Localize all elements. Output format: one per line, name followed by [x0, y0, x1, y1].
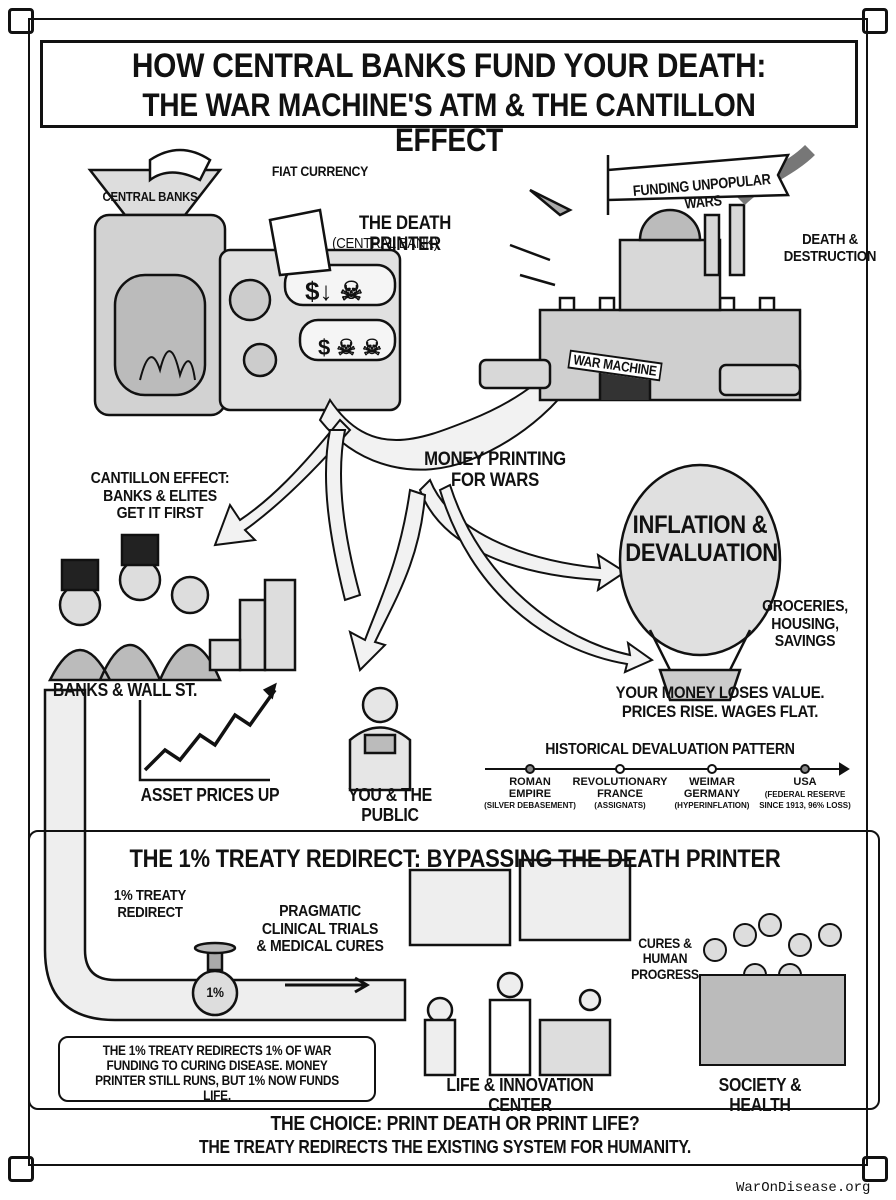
- corner-ornament-tl: [8, 8, 34, 34]
- timeline-item-name: WEIMAR: [689, 776, 735, 788]
- svg-text:$ ☠ ☠: $ ☠ ☠: [318, 335, 382, 360]
- groceries-label: GROCERIES,HOUSING,SAVINGS: [752, 598, 858, 651]
- redirect-pipe: [43, 688, 407, 1022]
- banks-wall-st-label: BANKS & WALL ST.: [52, 680, 198, 700]
- central-bank-sublabel: (CENTRAL BANK): [332, 235, 438, 252]
- valve-percent-label: 1%: [206, 984, 224, 1000]
- loses-value-line-1: YOUR MONEY LOSES VALUE.: [615, 683, 825, 702]
- inflation-label: INFLATION &DEVALUATION: [625, 511, 778, 567]
- central-banks-funnel-label: CENTRAL BANKS: [102, 189, 198, 204]
- savings-line: SAVINGS: [774, 633, 836, 651]
- public-person-illustration: [348, 686, 412, 792]
- timeline-item-note: (ASSIGNATS): [594, 801, 646, 811]
- clinical-line-1: PRAGMATIC: [279, 903, 361, 920]
- footer-choice: THE CHOICE: PRINT DEATH OR PRINT LIFE?: [270, 1113, 640, 1135]
- timeline-item-usa: USA(FEDERAL RESERVE SINCE 1913, 96% LOSS): [752, 776, 858, 812]
- life-innovation-label: LIFE & INNOVATION CENTER: [446, 1075, 594, 1115]
- treaty-section-box: [28, 830, 880, 1110]
- death-line: DEATH &: [802, 231, 858, 248]
- title-line-1: HOW CENTRAL BANKS FUND YOUR DEATH:: [131, 47, 767, 85]
- asset-prices-chart-icon: [138, 682, 277, 782]
- cures-line-1: CURES &: [638, 935, 692, 951]
- cures-line-2: HUMAN: [642, 950, 688, 967]
- treaty-callout-text: THE 1% TREATY REDIRECTS 1% OF WAR FUNDIN…: [95, 1043, 339, 1103]
- website-link[interactable]: WarOnDisease.org: [736, 1180, 871, 1196]
- asset-prices-label: ASSET PRICES UP: [140, 785, 280, 805]
- bankers-illustration: [47, 533, 297, 682]
- money-printing-line-2: FOR WARS: [451, 469, 539, 491]
- clinical-line-2: CLINICAL TRIALS: [261, 920, 379, 938]
- corner-ornament-bl: [8, 1156, 34, 1182]
- cantillon-line-3: GET IT FIRST: [116, 505, 204, 523]
- timeline-item-name: GERMANY: [683, 787, 741, 800]
- timeline-item-name: REVOLUTIONARY: [572, 776, 668, 788]
- fiat-currency-label: FIAT CURRENCY: [271, 163, 369, 179]
- destruction-line: DESTRUCTION: [783, 247, 877, 265]
- society-people-illustration: [699, 913, 846, 1066]
- money-loses-value-label: YOUR MONEY LOSES VALUE.PRICES RISE. WAGE…: [606, 683, 835, 721]
- timeline-item-note: (SILVER DEBASEMENT): [484, 801, 576, 811]
- death-printer-illustration: $↓ ☠ $ ☠ ☠: [87, 148, 402, 417]
- society-health-label: SOCIETY & HEALTH: [718, 1075, 802, 1115]
- groceries-line: GROCERIES,: [762, 598, 848, 615]
- timeline-title: HISTORICAL DEVALUATION PATTERN: [545, 741, 795, 758]
- cantillon-line-2: BANKS & ELITES: [103, 487, 217, 505]
- housing-line: HOUSING,: [771, 615, 839, 633]
- death-printer-label: THE DEATH PRINTER: [358, 213, 452, 255]
- money-printing-line-1: MONEY PRINTING: [424, 449, 566, 470]
- title-line-2: THE WAR MACHINE'S ATM & THE CANTILLON EF…: [142, 87, 756, 159]
- cures-line-3: PROGRESS: [631, 965, 699, 982]
- timeline-item-note: (FEDERAL RESERVE: [764, 789, 846, 799]
- treaty-callout-box: [58, 1036, 376, 1102]
- timeline: [485, 762, 850, 776]
- lab-illustration: [408, 858, 632, 1077]
- timeline-item-name: EMPIRE: [508, 787, 552, 800]
- footer-treaty: THE TREATY REDIRECTS THE EXISTING SYSTEM…: [198, 1137, 692, 1157]
- inflation-line-2: DEVALUATION: [625, 538, 778, 567]
- corner-ornament-br: [862, 1156, 888, 1182]
- cantillon-line-1: CANTILLON EFFECT:: [90, 470, 230, 487]
- timeline-item-name: USA: [793, 776, 817, 788]
- public-label: YOU & THE PUBLIC: [348, 785, 432, 825]
- clinical-line-3: & MEDICAL CURES: [256, 938, 384, 956]
- treaty-heading: THE 1% TREATY REDIRECT: BYPASSING THE DE…: [129, 845, 781, 873]
- treaty-redirect-line-1: 1% TREATY: [113, 887, 187, 904]
- outer-frame: [28, 18, 868, 1166]
- timeline-item-name: ROMAN: [509, 776, 551, 788]
- corner-ornament-tr: [862, 8, 888, 34]
- treaty-redirect-line-2: REDIRECT: [117, 903, 183, 921]
- title-box: [40, 40, 858, 128]
- timeline-item-name: FRANCE: [597, 787, 643, 800]
- inflation-line-1: INFLATION &: [632, 511, 768, 539]
- timeline-item-note: SINCE 1913, 96% LOSS): [759, 801, 851, 811]
- money-streams: [213, 338, 655, 674]
- death-destruction-label: DEATH &DESTRUCTION: [782, 231, 879, 265]
- timeline-item-note: (HYPERINFLATION): [674, 801, 750, 811]
- balloon-illustration: [618, 463, 782, 702]
- svg-text:$↓ ☠: $↓ ☠: [305, 276, 363, 306]
- loses-value-line-2: PRICES RISE. WAGES FLAT.: [621, 701, 819, 721]
